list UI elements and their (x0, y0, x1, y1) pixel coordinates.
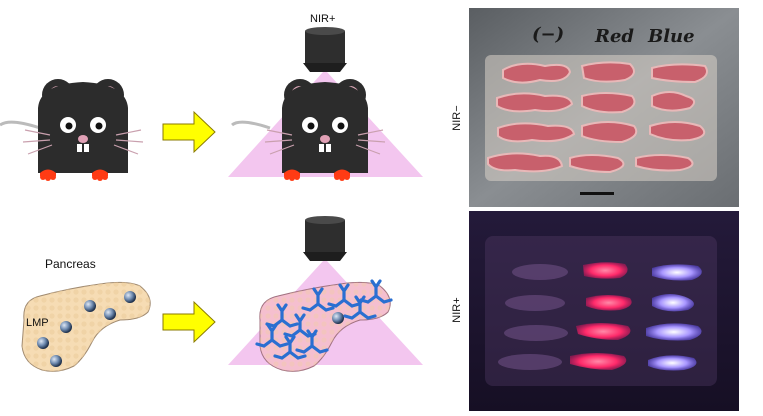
photo-nir-plus (469, 211, 739, 411)
imaging-camera (303, 27, 347, 72)
column-label-red: Red (594, 26, 634, 47)
pancreas-labeled (255, 279, 393, 372)
lmp-label: LMP (26, 317, 49, 329)
photo-nir-minus: (−) Red Blue (469, 8, 739, 207)
nir-minus-label: NIR− (451, 105, 463, 130)
arrow-right (162, 110, 216, 154)
column-label-blue: Blue (647, 26, 695, 47)
nir-plus-side-label: NIR+ (451, 297, 463, 322)
imaging-camera-2 (303, 216, 347, 261)
nir-plus-label: NIR+ (310, 13, 335, 25)
pancreas-with-lmp (21, 281, 151, 372)
column-label-control: (−) (532, 24, 564, 45)
pancreas-label: Pancreas (45, 257, 96, 271)
mouse-imaged (231, 79, 386, 181)
mouse-before (0, 79, 144, 181)
arrow-right-2 (162, 300, 216, 344)
